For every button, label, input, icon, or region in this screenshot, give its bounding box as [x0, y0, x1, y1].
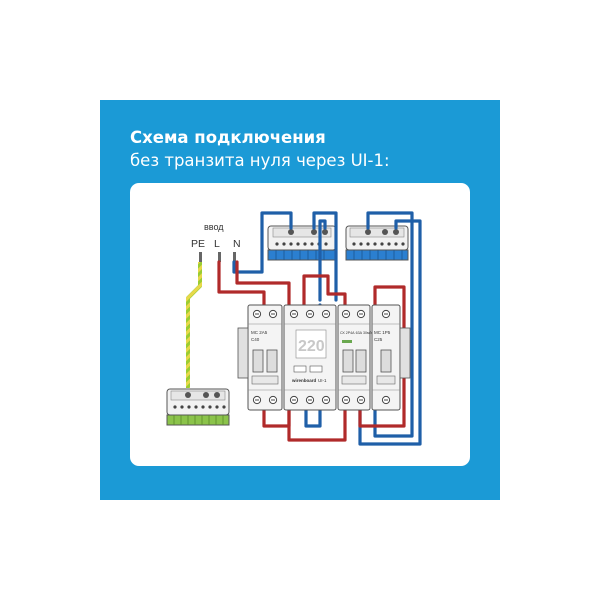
neutral-bus-right [345, 225, 409, 261]
breaker-left: МС 2А5 C40 [237, 304, 283, 411]
breaker-left-model: МС 2А5 [251, 330, 268, 335]
breaker-right: МС 1Р5 C25 [371, 304, 411, 411]
phase-wire-input [217, 260, 266, 307]
rcd-module: СХ 2Р4А 63А 30мА [337, 304, 372, 411]
heading-line-1: Схема подключения [130, 128, 326, 147]
relay-readout: 220 [298, 338, 325, 355]
neutral-wire-input [232, 211, 293, 274]
l-input-stub [218, 252, 221, 262]
input-label: ввод [204, 222, 224, 232]
neutral-wire-bus-to-relay [318, 219, 327, 302]
neutral-wire-bus-to-rcd [312, 211, 338, 302]
relay-ui1: 220 wirenboard UI-1 [283, 304, 337, 411]
breaker-right-rating: C25 [374, 337, 383, 342]
breaker-right-model: МС 1Р5 [374, 330, 391, 335]
phase-wire-relay-to-rcd [302, 274, 347, 307]
earth-bus [166, 388, 230, 426]
neutral-wire-bus-right-to-rcd [358, 219, 422, 446]
earth-wire [186, 262, 202, 388]
terminal-label-n: N [233, 238, 241, 250]
terminal-label-pe: PE [191, 238, 205, 250]
relay-brand: wirenboard [291, 378, 317, 383]
phase-wire-to-relay [235, 260, 291, 307]
neutral-wire-bus-right-to-breaker [366, 211, 414, 438]
n-input-stub [233, 252, 236, 262]
neutral-bus-left [267, 225, 337, 261]
terminal-label-l: L [214, 238, 220, 250]
phase-wire-bottom-bridge [287, 408, 347, 442]
relay-model: UI-1 [318, 378, 327, 383]
phase-wire-breaker-to-relay [262, 408, 291, 428]
breaker-left-rating: C40 [251, 337, 260, 342]
rcd-spec: СХ 2Р4А 63А 30мА [340, 331, 372, 335]
pe-input-stub [199, 252, 202, 262]
heading-line-2: без транзита нуля через UI-1: [130, 151, 390, 170]
